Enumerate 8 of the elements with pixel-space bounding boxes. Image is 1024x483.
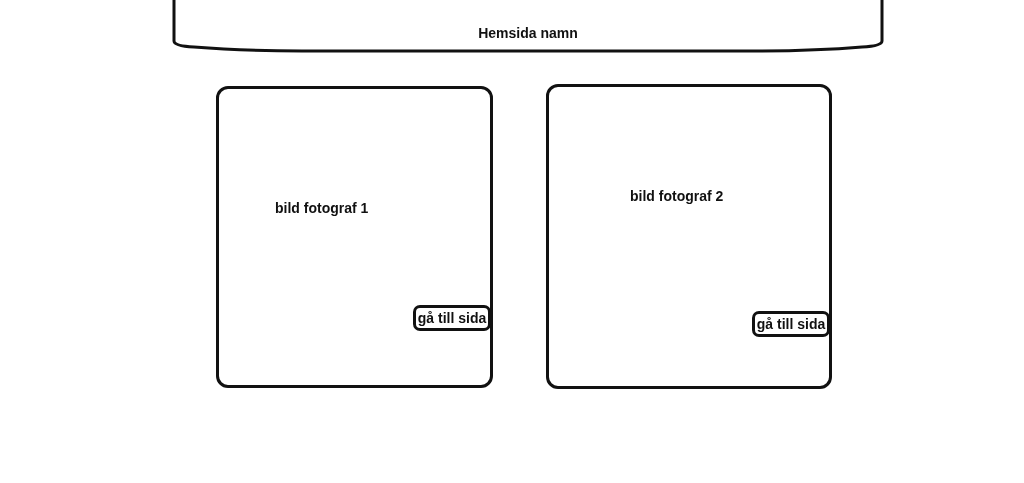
go-to-page-button: gå till sida bbox=[752, 311, 830, 337]
photo-card bbox=[216, 86, 493, 388]
image-placeholder-label: bild fotograf 1 bbox=[275, 200, 369, 216]
go-to-page-button: gå till sida bbox=[413, 305, 491, 331]
photo-card bbox=[546, 84, 832, 389]
image-placeholder-label: bild fotograf 2 bbox=[630, 188, 724, 204]
site-title: Hemsida namn bbox=[477, 25, 579, 41]
header-band bbox=[172, 0, 884, 53]
